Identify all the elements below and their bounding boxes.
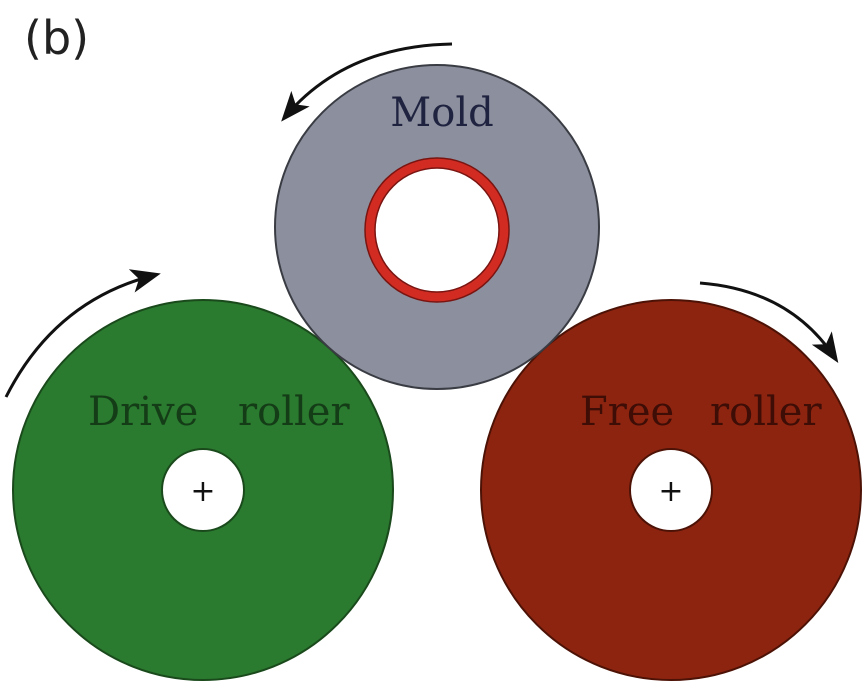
free-roller-label-word2: roller xyxy=(710,389,822,435)
drive-roller-label-word2: roller xyxy=(238,389,350,435)
free-roller-axle-hole xyxy=(629,448,713,532)
drive-roller-label-word1: Drive xyxy=(88,389,198,435)
mold-ring-outline-outer xyxy=(364,157,510,303)
drive-roller: + Drive roller xyxy=(12,299,394,681)
free-roller-axle-plus: + xyxy=(658,474,683,509)
free-roller-rotation-arrow xyxy=(699,281,839,364)
panel-label: (b) xyxy=(24,11,89,65)
mold: Mold xyxy=(274,64,600,390)
mold-ring xyxy=(365,158,509,302)
free-roller-label-word1: Free xyxy=(580,389,674,435)
mold-rotation-arrow xyxy=(281,42,453,122)
free-roller: + Free roller xyxy=(480,299,862,681)
mold-ring-outline-inner xyxy=(374,167,500,293)
drive-roller-rotation-arrow xyxy=(4,269,161,398)
drive-roller-axle-hole xyxy=(161,448,245,532)
drive-roller-axle-plus: + xyxy=(190,474,215,509)
mold-label: Mold xyxy=(390,90,493,136)
